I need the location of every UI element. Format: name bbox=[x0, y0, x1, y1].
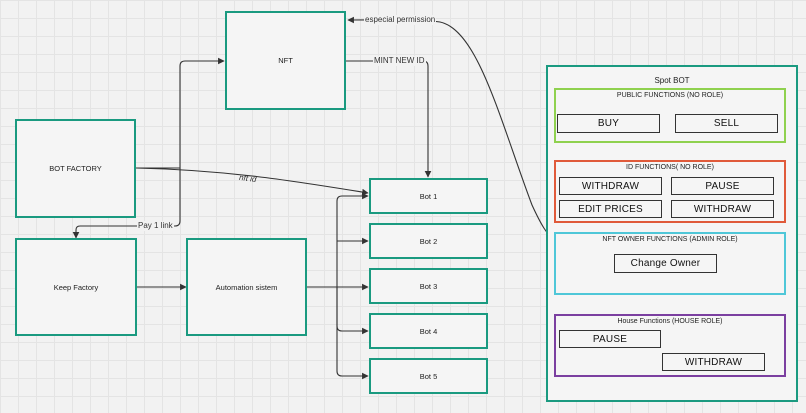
keep-factory-node[interactable]: Keep Factory bbox=[15, 238, 137, 336]
bot-5-label: Bot 5 bbox=[419, 371, 438, 381]
edge-botfactory-to-nft bbox=[136, 57, 225, 169]
automation-system-node-label: Automation sistem bbox=[215, 282, 278, 292]
bot-factory-node-label: BOT FACTORY bbox=[49, 164, 102, 173]
id-pause-button[interactable]: PAUSE bbox=[671, 177, 774, 195]
edge-automation-to-bot1 bbox=[336, 192, 369, 287]
edge-label-mint-new-id: MINT NEW ID bbox=[373, 56, 426, 66]
house-functions-title: House Functions (HOUSE ROLE) bbox=[617, 318, 723, 325]
id-functions-title: ID FUNCTIONS( NO ROLE) bbox=[626, 164, 714, 171]
edge-automation-to-bot4 bbox=[336, 287, 369, 335]
edge-automation-to-bot5 bbox=[336, 287, 369, 380]
house-withdraw-button[interactable]: WITHDRAW bbox=[662, 353, 765, 371]
bot-2-label: Bot 2 bbox=[419, 236, 438, 246]
edit-prices-button[interactable]: EDIT PRICES bbox=[559, 200, 662, 218]
bot-3-label: Bot 3 bbox=[419, 281, 438, 291]
bot-4-node[interactable]: Bot 4 bbox=[369, 313, 488, 349]
edge-nft-to-bot1 bbox=[346, 60, 432, 178]
edge-label-nft-id: nft id bbox=[238, 172, 257, 185]
edge-label-special-permission: especial permission bbox=[364, 15, 437, 25]
change-owner-button[interactable]: Change Owner bbox=[614, 254, 717, 273]
spot-bot-title: Spot BOT bbox=[654, 76, 690, 85]
house-pause-button[interactable]: PAUSE bbox=[559, 330, 661, 348]
automation-system-node[interactable]: Automation sistem bbox=[186, 238, 307, 336]
nft-node[interactable]: NFT bbox=[225, 11, 346, 110]
owner-functions-title: NFT OWNER FUNCTIONS (ADMIN ROLE) bbox=[602, 236, 738, 243]
sell-button[interactable]: SELL bbox=[675, 114, 778, 133]
bot-factory-node[interactable]: BOT FACTORY bbox=[15, 119, 136, 218]
public-functions-title: PUBLIC FUNCTIONS (NO ROLE) bbox=[616, 92, 724, 99]
buy-button[interactable]: BUY bbox=[557, 114, 660, 133]
bot-1-label: Bot 1 bbox=[419, 191, 438, 201]
bot-3-node[interactable]: Bot 3 bbox=[369, 268, 488, 304]
bot-4-label: Bot 4 bbox=[419, 326, 438, 336]
nft-node-label: NFT bbox=[278, 56, 293, 65]
id-withdraw-button[interactable]: WITHDRAW bbox=[559, 177, 662, 195]
bot-2-node[interactable]: Bot 2 bbox=[369, 223, 488, 259]
bot-1-node[interactable]: Bot 1 bbox=[369, 178, 488, 214]
keep-factory-node-label: Keep Factory bbox=[53, 282, 99, 292]
edge-label-pay-link: Pay 1 link bbox=[137, 221, 174, 231]
id-withdraw-2-button[interactable]: WITHDRAW bbox=[671, 200, 774, 218]
bot-5-node[interactable]: Bot 5 bbox=[369, 358, 488, 394]
